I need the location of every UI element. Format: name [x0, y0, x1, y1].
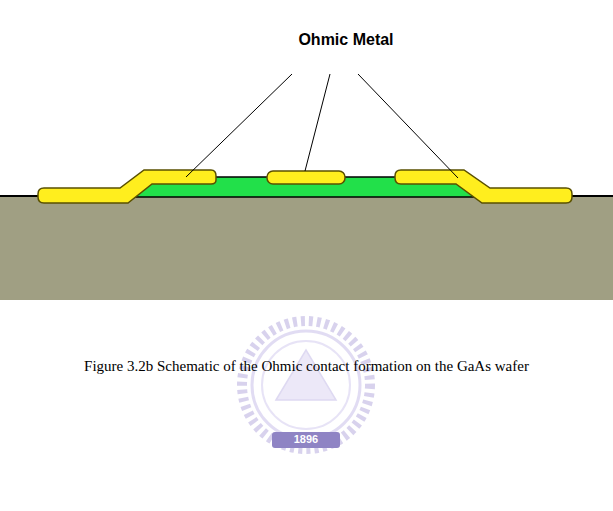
ohmic-metal-pad	[395, 170, 572, 203]
watermark-ring	[242, 321, 370, 449]
ohmic-metal-pad	[267, 171, 345, 184]
part-label: Ohmic Metal	[298, 30, 393, 49]
gaas-substrate	[0, 196, 613, 300]
watermark-ring	[252, 331, 360, 439]
watermark-ring	[262, 341, 350, 429]
leader-line	[186, 74, 292, 177]
watermark-band	[272, 432, 340, 448]
watermark-text: 1896	[294, 433, 318, 446]
watermark-emblem	[276, 350, 336, 400]
ohmic-metal-pad	[38, 170, 216, 203]
leader-line	[358, 74, 458, 178]
watermark-logo	[242, 321, 370, 449]
figure-caption: Figure 3.2b Schematic of the Ohmic conta…	[84, 357, 529, 375]
leader-line	[305, 74, 330, 171]
